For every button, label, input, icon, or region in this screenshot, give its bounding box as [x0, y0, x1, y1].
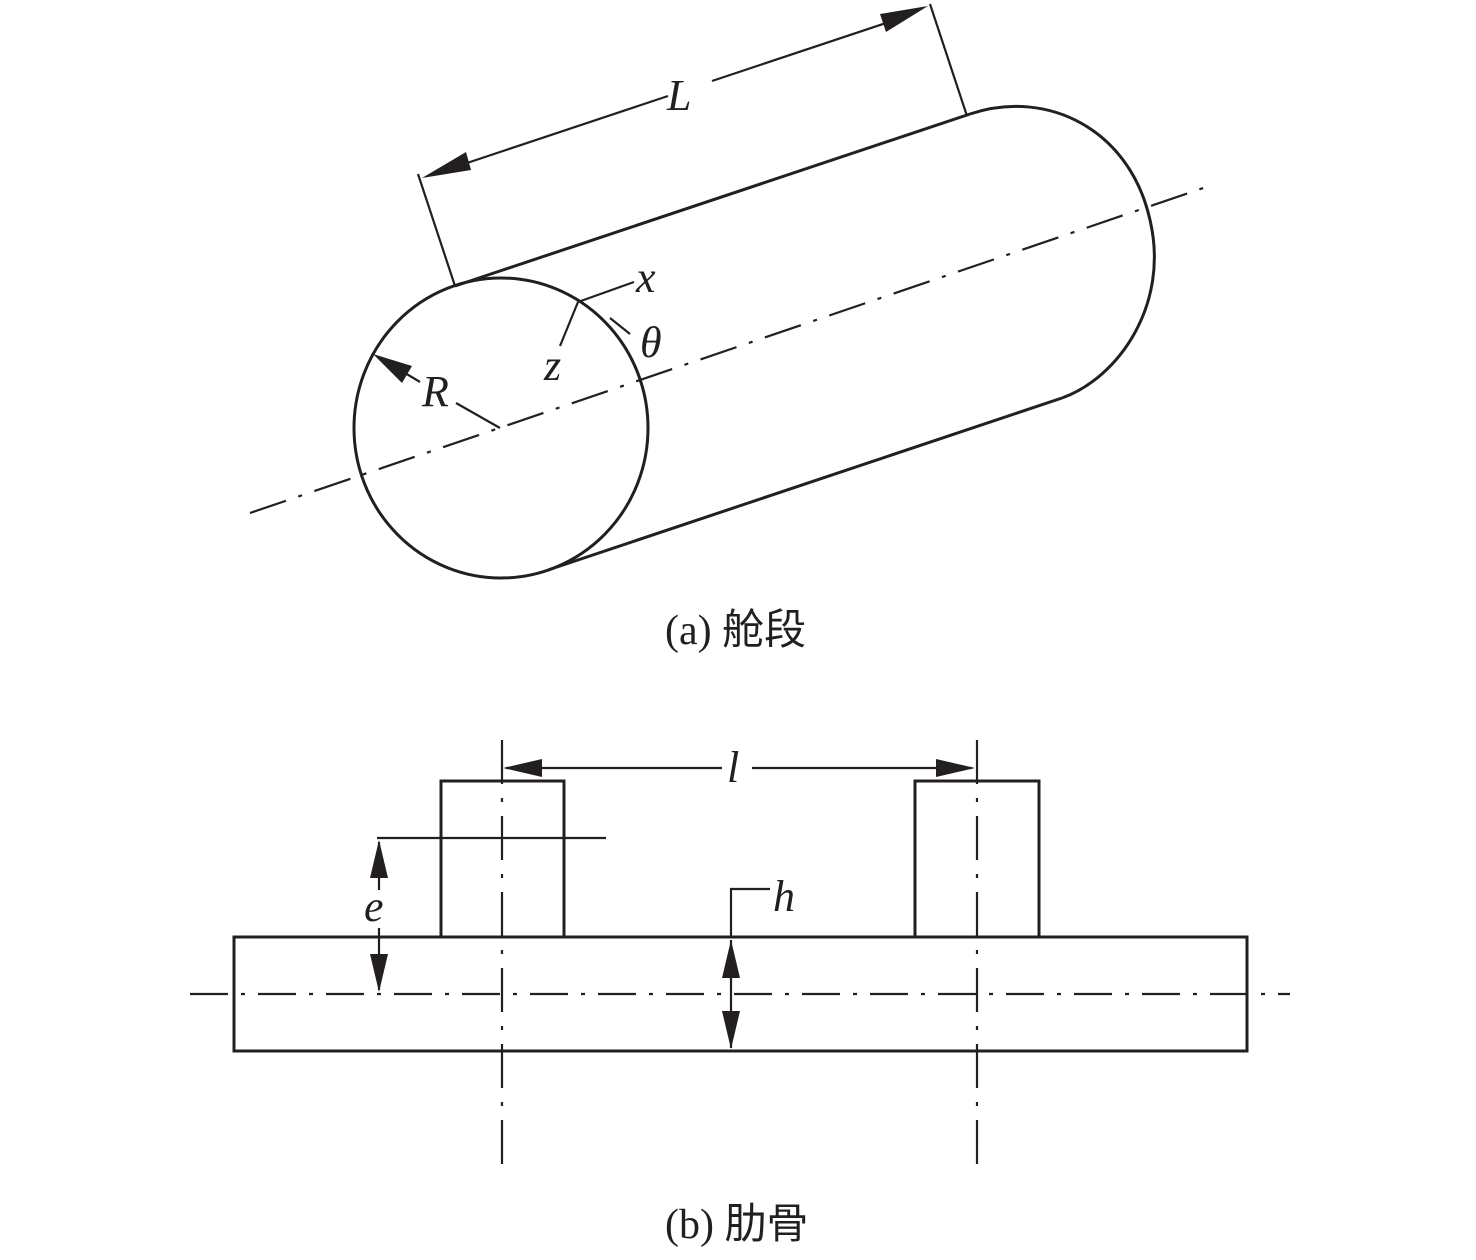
coord-x-axis	[577, 280, 635, 304]
radius-R-arrowhead	[373, 354, 412, 383]
dimension-L-extension-right	[928, 3, 969, 117]
dimension-h-arrowhead-top	[722, 940, 740, 978]
coord-theta-leader	[609, 317, 631, 335]
coord-z-axis	[558, 301, 580, 347]
diagram-b-rib-frame: l e h (b) 肋骨	[190, 740, 1290, 1248]
shell-plate	[232, 935, 1249, 1053]
rib-right	[913, 779, 1041, 939]
dimension-L-line-right	[711, 13, 911, 83]
dimension-h-arrowhead-bottom	[722, 1011, 740, 1049]
label-theta: θ	[640, 318, 662, 367]
label-e: e	[364, 882, 384, 931]
rib-left	[439, 779, 566, 939]
dimension-l-arrowhead-right	[936, 759, 975, 777]
dimension-L-arrowhead-right	[880, 6, 928, 32]
dimension-L-line	[439, 94, 669, 174]
label-h: h	[773, 872, 795, 921]
label-l: l	[727, 743, 739, 792]
label-z: z	[543, 341, 561, 390]
cylinder-rear-end-arc	[969, 104, 1156, 400]
dimension-l-arrowhead-left	[503, 759, 542, 777]
dimension-h-leader	[729, 887, 770, 937]
label-R: R	[421, 367, 449, 416]
caption-b: (b) 肋骨	[665, 1202, 808, 1248]
label-x: x	[635, 253, 656, 302]
cylinder-axis-centerline	[249, 182, 1216, 515]
cylinder-bottom-generator	[547, 396, 1063, 572]
cylinder-top-generator	[454, 112, 971, 288]
label-L: L	[666, 71, 691, 120]
dimension-e-arrowhead-top	[370, 840, 388, 878]
diagram-a-cabin-segment: L R x z θ (a) 舱段	[249, 3, 1216, 654]
cylinder-front-face	[352, 276, 650, 580]
radius-R-line	[455, 402, 501, 429]
dimension-L-extension-left	[416, 173, 457, 287]
caption-a: (a) 舱段	[665, 607, 806, 654]
dimension-L-arrowhead-left	[422, 152, 471, 178]
dimension-e-arrowhead-bottom	[370, 954, 388, 992]
